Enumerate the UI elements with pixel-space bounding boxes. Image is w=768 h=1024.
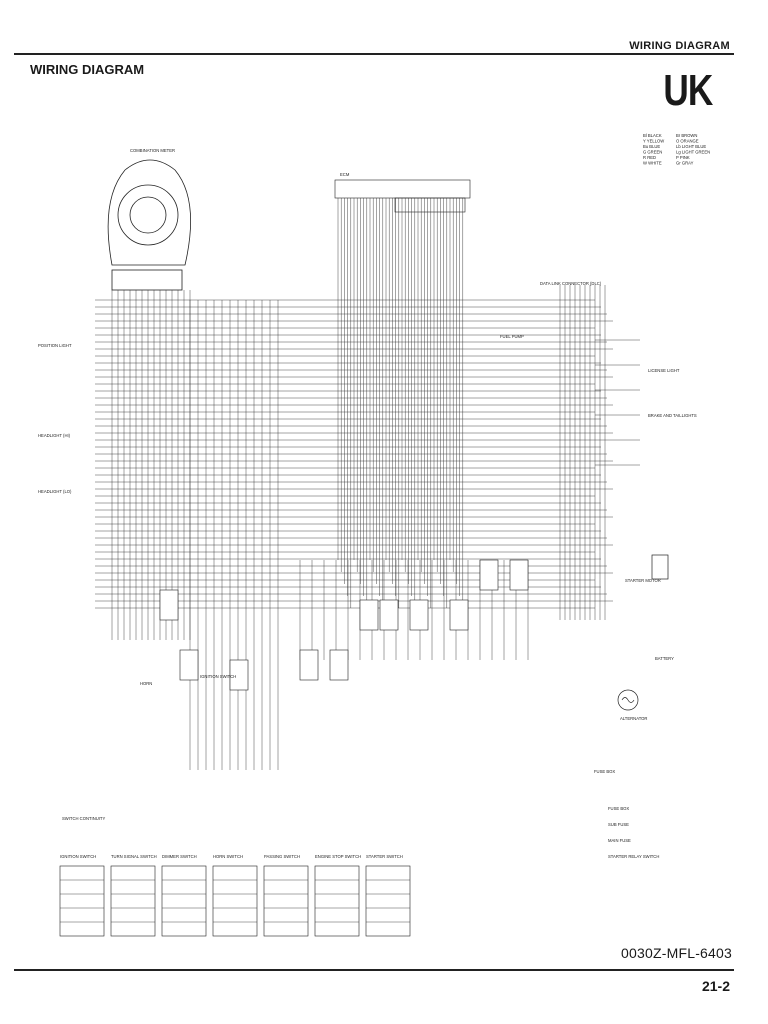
license-light-label: LICENSE LIGHT <box>648 368 680 373</box>
switch-table-grid <box>110 865 156 937</box>
fuse-list-item: FUSE BOX <box>608 806 629 811</box>
region-code: UK <box>663 66 714 115</box>
legend-entry: Lg LIGHT GREEN <box>676 150 710 155</box>
switch-table-title: HORN SWITCH <box>213 854 243 859</box>
switch-continuity-tables: IGNITION SWITCH TURN SIGNAL SWITCH DIMMER … <box>59 854 411 937</box>
switch-table-title: DIMMER SWITCH <box>162 854 197 859</box>
headlight-hi-label: HEADLIGHT (HI) <box>38 433 71 438</box>
switch-table-title: PASSING SWITCH <box>264 854 300 859</box>
header-title-left: WIRING DIAGRAM <box>30 62 145 77</box>
ignition-switch-label: IGNITION SWITCH <box>200 674 236 679</box>
ecm-label: ECM <box>340 172 350 177</box>
switch-table-grid <box>59 865 105 937</box>
ecm-connectors: ECM <box>334 172 471 213</box>
headlight-lo-label: HEADLIGHT (LO) <box>38 489 72 494</box>
combination-meter-label: COMBINATION METER <box>130 148 175 153</box>
legend-entry: Bu BLUE <box>643 144 660 149</box>
combination-meter: COMBINATION METER <box>107 148 192 291</box>
fuse-box-label: FUSE BOX <box>594 769 615 774</box>
starter-motor-label: STARTER MOTOR <box>625 578 661 583</box>
legend-entry: Bl BLACK <box>643 133 662 138</box>
battery-label: BATTERY <box>655 656 674 661</box>
fuse-list-item: SUB FUSE <box>608 822 629 827</box>
alternator-label: ALTERNATOR <box>620 716 647 721</box>
switch-table-grid <box>212 865 258 937</box>
legend-entry: R RED <box>643 155 656 160</box>
connector <box>379 599 399 631</box>
connector <box>329 649 349 681</box>
legend-entry: Lb LIGHT BLUE <box>676 144 706 149</box>
fuse-list-item: MAIN FUSE <box>608 838 631 843</box>
connector <box>229 659 249 691</box>
switch-table-title: IGNITION SWITCH <box>60 854 96 859</box>
switch-table-grid <box>263 865 309 937</box>
legend-entry: Gr GRAY <box>676 161 694 166</box>
connector <box>299 649 319 681</box>
header-rule <box>14 53 734 55</box>
connector <box>509 559 529 591</box>
alternator-symbol <box>617 554 669 711</box>
wire-harness <box>95 198 640 770</box>
header-title-right: WIRING DIAGRAM <box>629 40 730 52</box>
switch-table-grid <box>365 865 411 937</box>
switch-table-title: ENGINE STOP SWITCH <box>315 854 361 859</box>
brake-taillight-label: BRAKE AND TAILLIGHTS <box>648 413 697 418</box>
switch-table-grid <box>161 865 207 937</box>
legend-entry: G GREEN <box>643 150 662 155</box>
switch-table-title: STARTER SWITCH <box>366 854 403 859</box>
horn-label: HORN <box>140 681 152 686</box>
legend-entry: W WHITE <box>643 161 662 166</box>
connector <box>479 559 499 591</box>
legend-entry: O ORANGE <box>676 139 699 144</box>
legend-entry: P PINK <box>676 155 690 160</box>
fuse-list: FUSE BOX SUB FUSE MAIN FUSE STARTER RELAY S… <box>608 806 659 859</box>
position-light-label: POSITION LIGHT <box>38 343 72 348</box>
fuel-pump-label: FUEL PUMP <box>500 334 524 339</box>
page-number: 21-2 <box>701 978 730 994</box>
legend-entry: Br BROWN <box>676 133 697 138</box>
connector <box>159 589 179 621</box>
switch-table-grid <box>314 865 360 937</box>
footer-rule <box>14 969 734 971</box>
connector <box>409 599 429 631</box>
switch-continuity-label: SWITCH CONTINUITY <box>62 816 105 821</box>
connector <box>359 599 379 631</box>
connector <box>449 599 469 631</box>
switch-table-title: TURN SIGNAL SWITCH <box>111 854 157 859</box>
part-number: 0030Z-MFL-6403 <box>621 945 732 961</box>
fuse-list-item: STARTER RELAY SWITCH <box>608 854 659 859</box>
component-labels: POSITION LIGHT HEADLIGHT (HI) HEADLIGHT … <box>38 281 697 821</box>
legend-entry: Y YELLOW <box>643 139 664 144</box>
connector <box>179 649 199 681</box>
dlc-label: DATA LINK CONNECTOR (DLC) <box>540 281 602 286</box>
